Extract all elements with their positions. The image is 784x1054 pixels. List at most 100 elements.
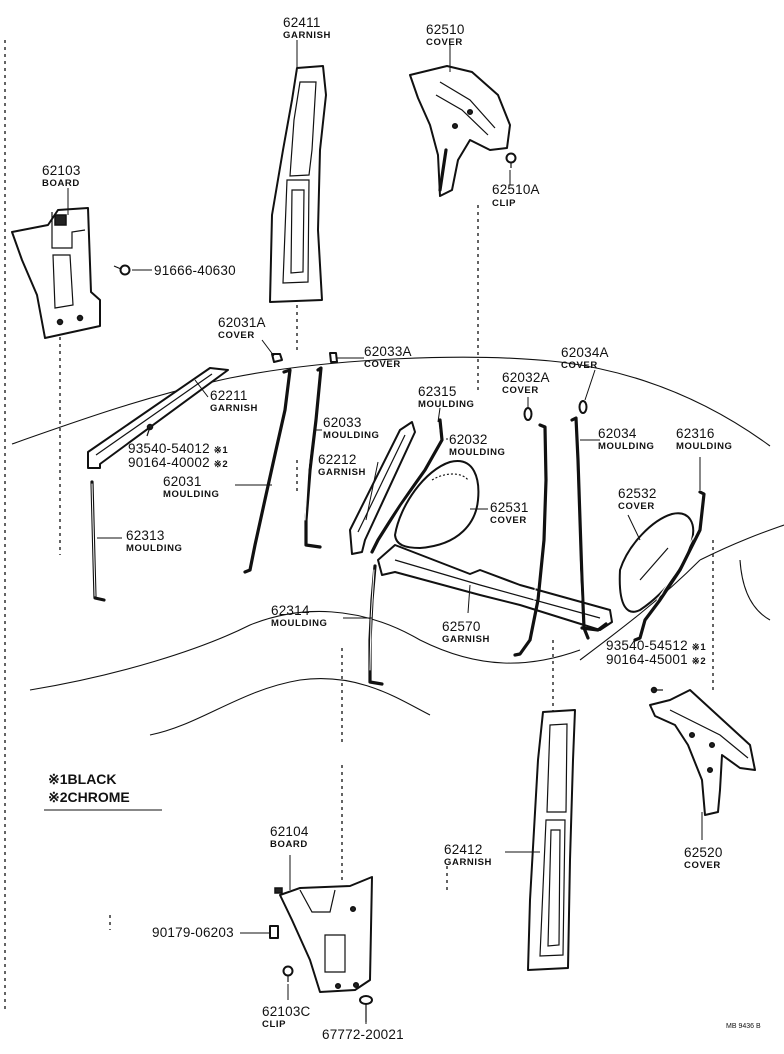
svg-text:62034A: 62034A	[561, 345, 609, 360]
part-62034A-cover	[578, 400, 588, 414]
svg-text:62031: 62031	[163, 474, 202, 489]
part-62510-cover	[409, 65, 511, 197]
svg-text:62033: 62033	[323, 415, 362, 430]
callout-62411: 62411 GARNISH	[283, 15, 331, 41]
svg-text:62510A: 62510A	[492, 182, 540, 197]
part-62510A-clip	[505, 152, 517, 168]
svg-text:62510: 62510	[426, 22, 465, 37]
part-62032A-cover	[523, 407, 533, 421]
svg-text:BOARD: BOARD	[270, 839, 308, 850]
callout-90179-06203: 90179-06203	[152, 925, 234, 940]
part-62104-board	[274, 876, 373, 993]
svg-text:COVER: COVER	[502, 385, 539, 396]
svg-text:GARNISH: GARNISH	[210, 403, 258, 414]
part-screw-right	[650, 686, 663, 694]
part-62103-board	[11, 207, 101, 339]
svg-text:62316: 62316	[676, 426, 715, 441]
callout-screw-right: 93540-54512※1 90164-45001※2	[606, 638, 706, 667]
callout-62316: 62316 MOULDING	[676, 426, 733, 452]
callout-62510: 62510 COVER	[426, 22, 465, 48]
svg-text:BOARD: BOARD	[42, 178, 80, 189]
svg-text:90179-06203: 90179-06203	[152, 925, 234, 940]
callout-62033: 62033 MOULDING	[323, 415, 380, 441]
callout-62032: 62032 MOULDING	[449, 432, 506, 458]
part-62570-garnish	[377, 544, 613, 632]
callout-62314: 62314 MOULDING	[271, 603, 328, 629]
svg-text:62520: 62520	[684, 845, 723, 860]
svg-text:COVER: COVER	[561, 360, 598, 371]
callout-67772-20021: 67772-20021	[322, 1027, 404, 1042]
svg-text:MOULDING: MOULDING	[271, 618, 328, 629]
part-62031A-cover	[271, 353, 283, 363]
part-67772-plug	[359, 995, 373, 1022]
svg-text:MOULDING: MOULDING	[449, 447, 506, 458]
svg-text:62211: 62211	[210, 388, 248, 403]
callout-62103C: 62103C CLIP	[262, 1004, 311, 1030]
callout-62570: 62570 GARNISH	[442, 619, 490, 645]
svg-text:93540-54512※1: 93540-54512※1	[606, 638, 706, 653]
svg-text:MOULDING: MOULDING	[323, 430, 380, 441]
part-62412-garnish	[527, 709, 576, 971]
svg-text:62033A: 62033A	[364, 344, 412, 359]
part-62316-moulding	[633, 490, 706, 642]
callout-62313: 62313 MOULDING	[126, 528, 183, 554]
callout-62412: 62412 GARNISH	[444, 842, 491, 868]
svg-text:62032: 62032	[449, 432, 488, 447]
svg-text:※1BLACK: ※1BLACK	[48, 771, 117, 787]
callout-62103: 62103 BOARD	[42, 163, 81, 189]
svg-text:62031A: 62031A	[218, 315, 266, 330]
alignment-dashes	[59, 205, 714, 930]
svg-text:MOULDING: MOULDING	[126, 543, 183, 554]
part-62520-cover	[649, 689, 756, 816]
svg-text:COVER: COVER	[218, 330, 255, 341]
svg-text:CLIP: CLIP	[262, 1019, 286, 1030]
svg-text:90164-45001※2: 90164-45001※2	[606, 652, 706, 667]
callout-62211: 62211 GARNISH	[210, 388, 258, 414]
svg-text:62032A: 62032A	[502, 370, 550, 385]
callout-62031A: 62031A COVER	[218, 315, 266, 341]
part-62103C-clip	[282, 965, 294, 982]
svg-text:COVER: COVER	[684, 860, 721, 871]
legend-text-black: BLACK	[68, 771, 117, 787]
svg-text:COVER: COVER	[364, 359, 401, 370]
part-62033A-cover	[329, 352, 338, 363]
svg-text:67772-20021: 67772-20021	[322, 1027, 404, 1042]
callout-62532: 62532 COVER	[618, 486, 657, 512]
svg-text:62103C: 62103C	[262, 1004, 311, 1019]
legend: ※1BLACK ※2CHROME	[44, 771, 162, 811]
svg-text:62104: 62104	[270, 824, 309, 839]
svg-text:62570: 62570	[442, 619, 481, 634]
svg-text:COVER: COVER	[490, 515, 527, 526]
svg-text:COVER: COVER	[426, 37, 463, 48]
callout-62104: 62104 BOARD	[270, 824, 309, 850]
part-62034-moulding	[570, 416, 590, 640]
part-62212-garnish	[349, 421, 416, 555]
svg-text:62315: 62315	[418, 384, 457, 399]
svg-text:62034: 62034	[598, 426, 637, 441]
svg-text:MOULDING: MOULDING	[598, 441, 655, 452]
svg-text:MOULDING: MOULDING	[163, 489, 220, 500]
svg-text:62531: 62531	[490, 500, 529, 515]
callout-62034A: 62034A COVER	[561, 345, 609, 371]
svg-text:GARNISH: GARNISH	[442, 634, 490, 645]
callout-62510A: 62510A CLIP	[492, 182, 540, 209]
callout-62031: 62031 MOULDING	[163, 474, 220, 500]
part-62411-garnish	[269, 65, 327, 303]
svg-text:90164-40002※2: 90164-40002※2	[128, 455, 228, 470]
callout-62315: 62315 MOULDING	[418, 384, 474, 410]
svg-text:※2CHROME: ※2CHROME	[48, 789, 130, 805]
svg-text:62103: 62103	[42, 163, 81, 178]
svg-text:CLIP: CLIP	[492, 198, 516, 209]
svg-text:GARNISH: GARNISH	[283, 30, 331, 41]
svg-text:62532: 62532	[618, 486, 657, 501]
callout-62032A: 62032A COVER	[502, 370, 550, 396]
callout-62033A: 62033A COVER	[364, 344, 412, 370]
svg-text:COVER: COVER	[618, 501, 655, 512]
svg-text:93540-54012※1: 93540-54012※1	[128, 441, 228, 456]
svg-text:MOULDING: MOULDING	[676, 441, 733, 452]
part-91666-screw	[113, 264, 131, 276]
svg-text:62314: 62314	[271, 603, 310, 618]
legend-text-chrome: CHROME	[68, 789, 130, 805]
svg-text:62411: 62411	[283, 15, 321, 30]
svg-text:91666-40630: 91666-40630	[154, 263, 236, 278]
